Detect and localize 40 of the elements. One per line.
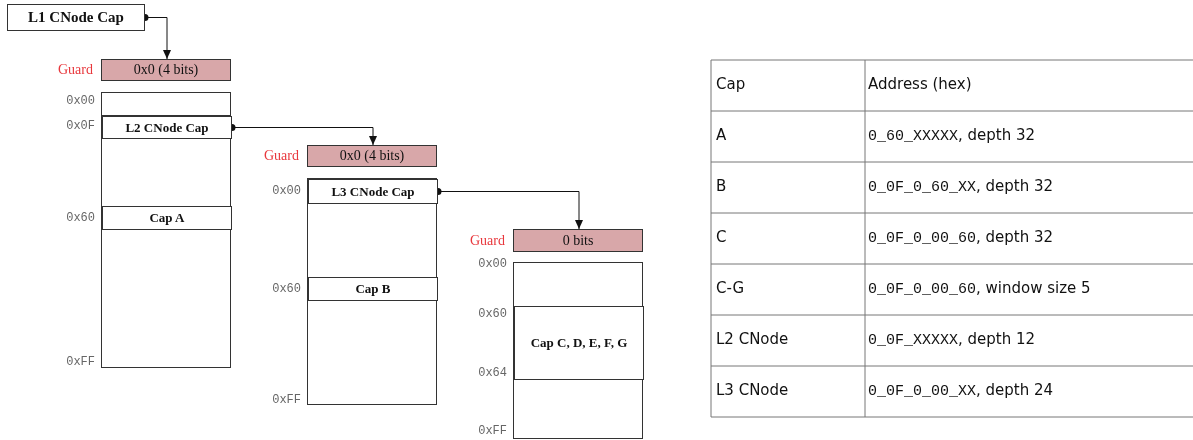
slot-row: Cap C, D, E, F, G: [514, 306, 644, 380]
address-label: 0x00: [65, 94, 95, 108]
address-label: 0x00: [477, 257, 507, 271]
guard-value: 0x0 (4 bits): [339, 148, 405, 164]
guard-label: Guard: [264, 148, 299, 164]
table-cell: C: [716, 228, 727, 246]
slot-row: L2 CNode Cap: [102, 116, 232, 139]
table-cell: 0_0F_0_00_60, depth 32: [868, 228, 1054, 247]
guard-value: 0x0 (4 bits): [133, 62, 199, 78]
address-label: 0xFF: [271, 393, 301, 407]
memory-column: [101, 92, 231, 368]
table-header: Cap: [716, 75, 746, 93]
address-label: 0xFF: [477, 424, 507, 438]
table-cell: 0_0F_XXXXX, depth 12: [868, 330, 1036, 349]
slot-row: Cap B: [308, 277, 438, 301]
table-cell: L3 CNode: [716, 381, 789, 399]
guard-label: Guard: [58, 62, 93, 78]
table-cell: B: [716, 177, 727, 195]
table-cell: 0_0F_0_00_60, window size 5: [868, 279, 1091, 298]
address-label: 0x60: [477, 307, 507, 321]
table-cell: A: [716, 126, 727, 144]
address-label: 0x00: [271, 184, 301, 198]
table-header: Address (hex): [868, 75, 972, 93]
slot-row: L3 CNode Cap: [308, 179, 438, 204]
address-label: 0x64: [477, 366, 507, 380]
guard-label: Guard: [470, 232, 505, 249]
table-cell: 0_60_XXXXX, depth 32: [868, 126, 1036, 145]
address-label: 0x60: [271, 282, 301, 296]
table-cell: C-G: [716, 279, 745, 297]
table-cell: 0_0F_0_60_XX, depth 32: [868, 177, 1054, 196]
slot-row: Cap A: [102, 206, 232, 230]
memory-column: [513, 262, 643, 439]
address-label: 0x60: [65, 211, 95, 225]
table-cell: L2 CNode: [716, 330, 789, 348]
address-label: 0xFF: [65, 355, 95, 369]
address-label: 0x0F: [65, 119, 95, 133]
cap-box: L1 CNode Cap: [7, 4, 145, 31]
memory-column: [307, 178, 437, 405]
table-cell: 0_0F_0_00_XX, depth 24: [868, 381, 1054, 400]
guard-value: 0 bits: [562, 232, 594, 249]
